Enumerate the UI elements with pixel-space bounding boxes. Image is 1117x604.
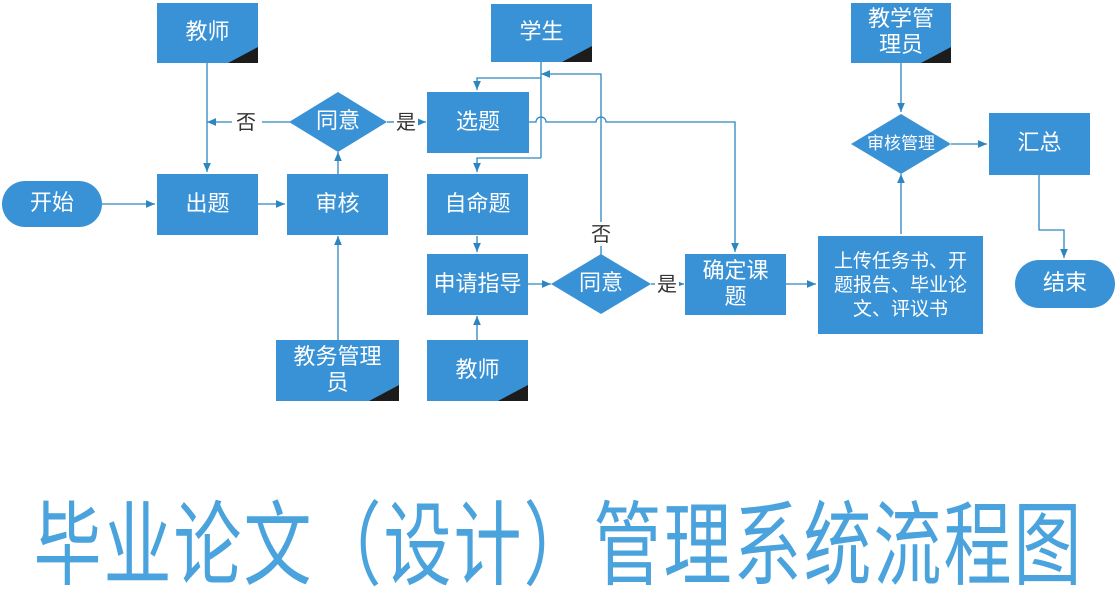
node-select-topic: 选题 — [427, 92, 529, 153]
node-end: 结束 — [1015, 260, 1115, 308]
node-set-question: 出题 — [157, 174, 258, 235]
node-start: 开始 — [2, 181, 102, 227]
agree-mid-label: 同意 — [578, 271, 623, 296]
node-teacher-top: 教师 — [157, 3, 258, 63]
review-mgmt-label: 审核管理 — [867, 134, 935, 154]
label-yes-top: 是 — [394, 110, 418, 134]
node-teaching-admin: 教学管 理员 — [851, 3, 951, 63]
page-title: 毕业论文（设计）管理系统流程图 — [33, 493, 1084, 601]
node-self-topic: 自命题 — [427, 174, 528, 235]
connector-lines — [102, 62, 1068, 340]
decision-review-mgmt — [851, 114, 951, 174]
node-summary: 汇总 — [989, 113, 1090, 175]
node-confirm-topic: 确定课 题 — [685, 254, 786, 315]
node-review: 审核 — [287, 174, 388, 235]
node-apply-guidance: 申请指导 — [427, 254, 528, 315]
node-teacher-bottom: 教师 — [427, 340, 528, 401]
agree-top-label: 同意 — [315, 109, 360, 134]
label-yes-mid: 是 — [655, 272, 679, 296]
decision-agree-top — [289, 92, 387, 152]
node-student: 学生 — [491, 4, 592, 62]
label-no-left: 否 — [234, 110, 258, 134]
decision-agree-mid — [551, 254, 651, 314]
node-upload: 上传任务书、开 题报告、毕业论 文、评议书 — [818, 236, 983, 334]
label-no-mid: 否 — [589, 222, 613, 246]
node-academic-admin: 教务管理 员 — [276, 340, 399, 401]
